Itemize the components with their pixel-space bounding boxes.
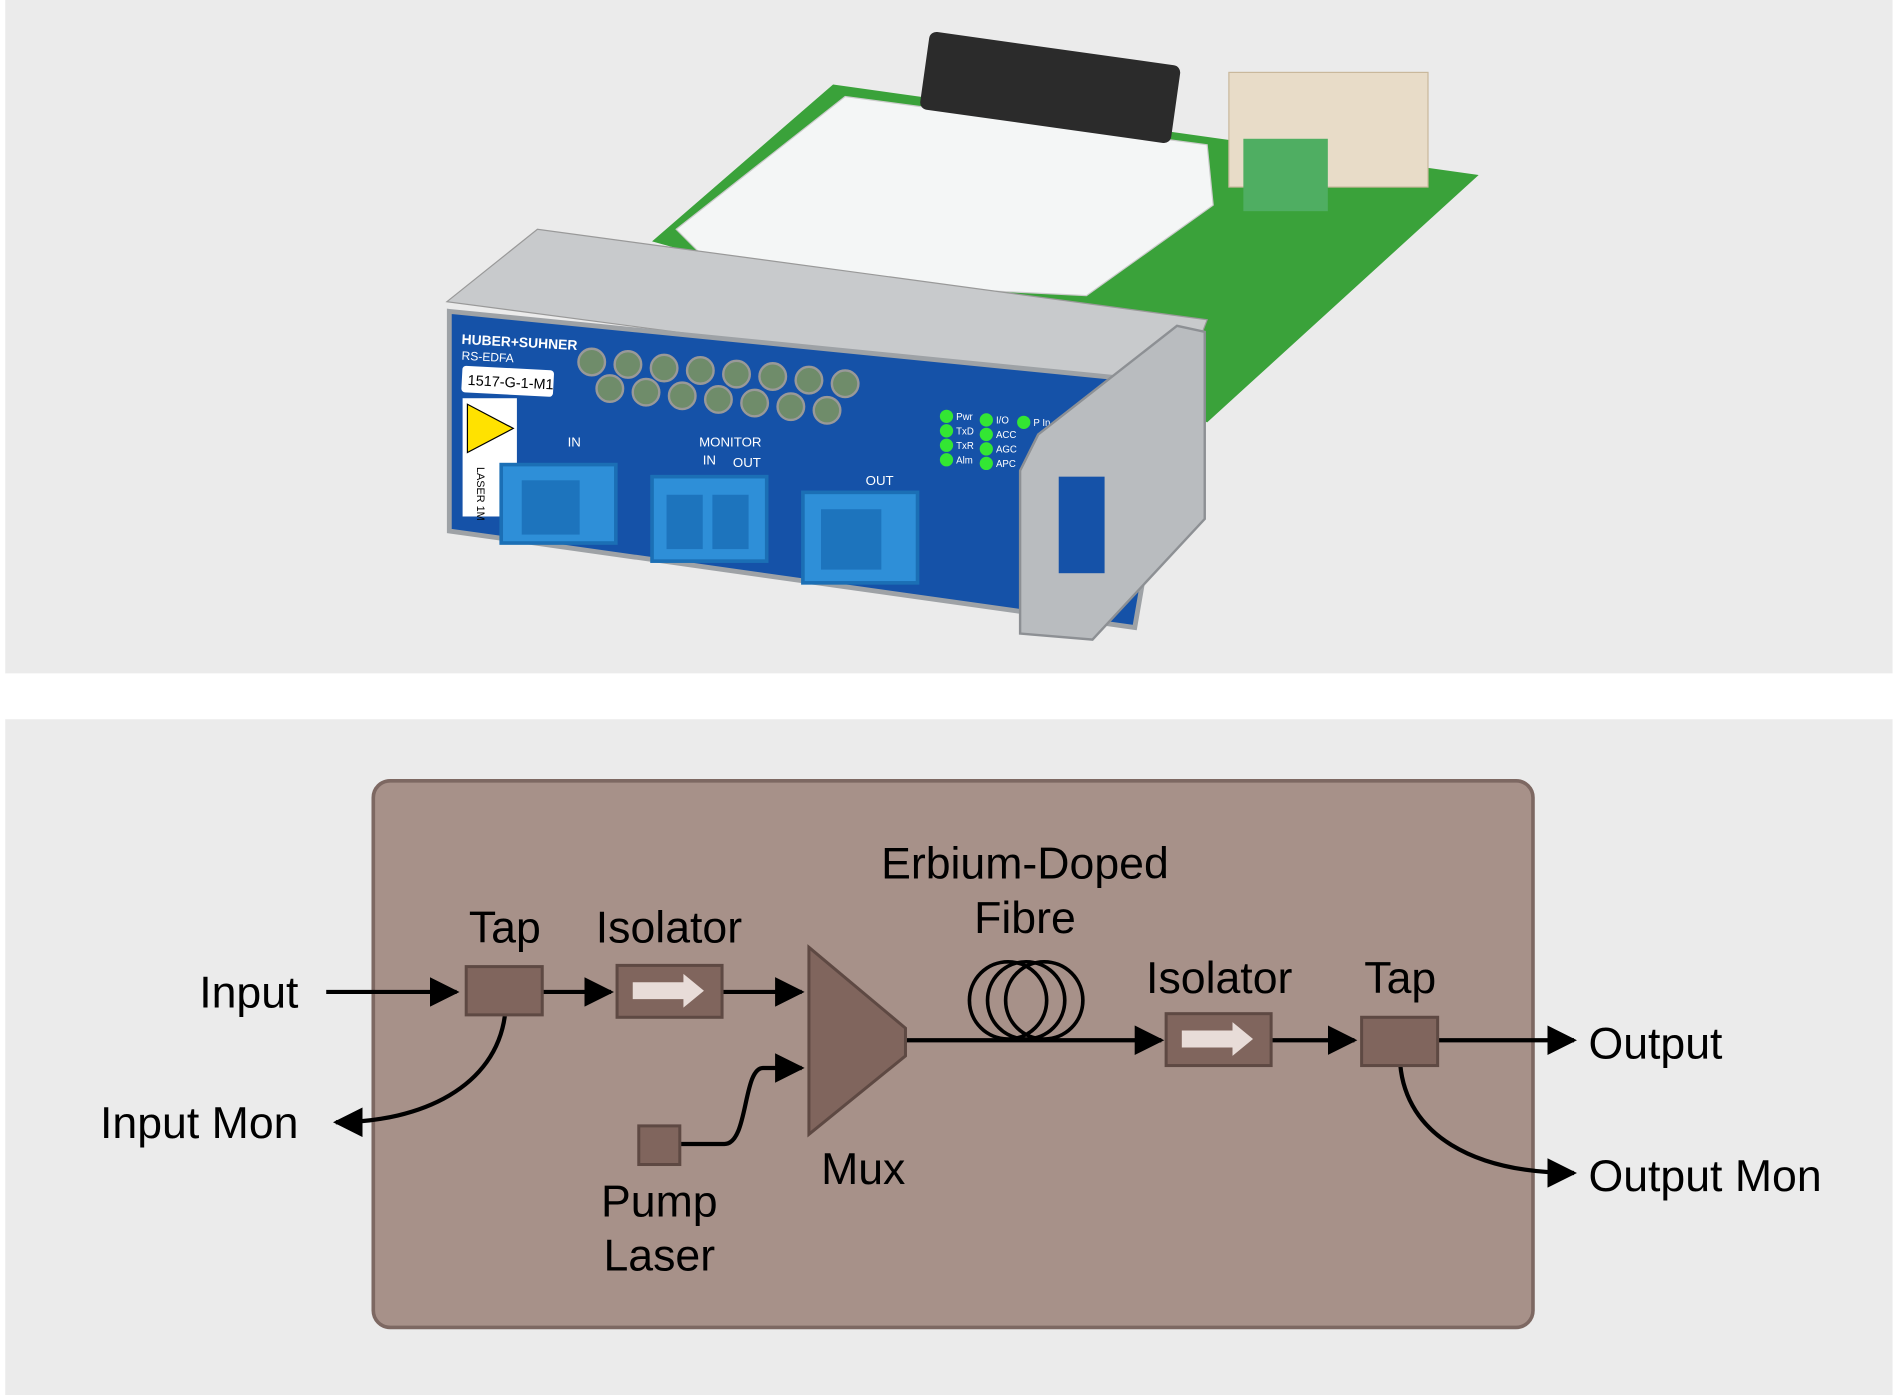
laser-class-label: LASER 1M xyxy=(474,467,486,521)
led-io-label: I/O xyxy=(996,416,1009,427)
led-txr-label: TxR xyxy=(956,441,974,452)
mux-label: Mux xyxy=(821,1145,905,1194)
led-acc-label: ACC xyxy=(996,430,1016,441)
input-mon-arrow xyxy=(332,1015,507,1138)
mux xyxy=(807,944,907,1138)
vent-grille xyxy=(577,347,860,425)
port-in-label: IN xyxy=(568,434,581,449)
brand-logo: HUBER+SUHNER xyxy=(461,331,578,353)
pump-laser-label-2: Laser xyxy=(603,1232,715,1281)
edf-label-1: Erbium-Doped xyxy=(881,840,1169,889)
input-label: Input xyxy=(199,969,299,1018)
edfa-enclosure xyxy=(371,778,1535,1330)
tap-1-label: Tap xyxy=(469,903,541,952)
port-out-label: OUT xyxy=(866,473,894,488)
pump-laser-label-1: Pump xyxy=(601,1177,718,1226)
model-label: RS-EDFA xyxy=(461,349,515,366)
led-pwr-label: Pwr xyxy=(956,412,973,423)
led-pin-label: P In xyxy=(1033,418,1050,429)
input-mon-label: Input Mon xyxy=(100,1099,298,1148)
monitor-out-label: OUT xyxy=(733,455,761,470)
monitor-label: MONITOR xyxy=(699,434,761,449)
tap-2-label: Tap xyxy=(1364,954,1436,1003)
led-alm-label: Alm xyxy=(956,455,973,466)
led-txd-label: TxD xyxy=(956,426,974,437)
part-number: 1517-G-1-M1 xyxy=(467,373,554,393)
block-diagram-panel: Input Input Mon Tap Isolator Mux Pump La… xyxy=(5,719,1893,1395)
output-mon-arrow xyxy=(1398,1064,1577,1188)
status-leds: Pwr TxD TxR Alm I/O ACC AGC APC P In xyxy=(939,409,1050,471)
front-panel xyxy=(446,308,1180,631)
output-mon-label: Output Mon xyxy=(1588,1152,1821,1201)
edf-label-2: Fibre xyxy=(974,894,1076,943)
output-label: Output xyxy=(1588,1019,1723,1068)
isolator-2-label: Isolator xyxy=(1146,954,1292,1003)
ribbon-connector xyxy=(920,31,1181,144)
erbium-fibre-coil-icon xyxy=(967,959,1085,1041)
tap-2 xyxy=(1360,1015,1440,1068)
led-apc-label: APC xyxy=(996,459,1016,470)
isolator-1-label: Isolator xyxy=(596,903,742,952)
laser-warning-icon xyxy=(466,403,515,454)
pump-laser xyxy=(637,1124,682,1167)
product-photo-panel: HUBER+SUHNER RS-EDFA 1517-G-1-M1 LASER 1… xyxy=(5,0,1893,674)
isolator-2-arrow-icon xyxy=(1181,1022,1254,1056)
monitor-in-label: IN xyxy=(703,453,716,468)
tap-1 xyxy=(464,965,544,1017)
led-agc-label: AGC xyxy=(996,445,1017,456)
pump-to-mux-arrow xyxy=(679,1053,805,1147)
